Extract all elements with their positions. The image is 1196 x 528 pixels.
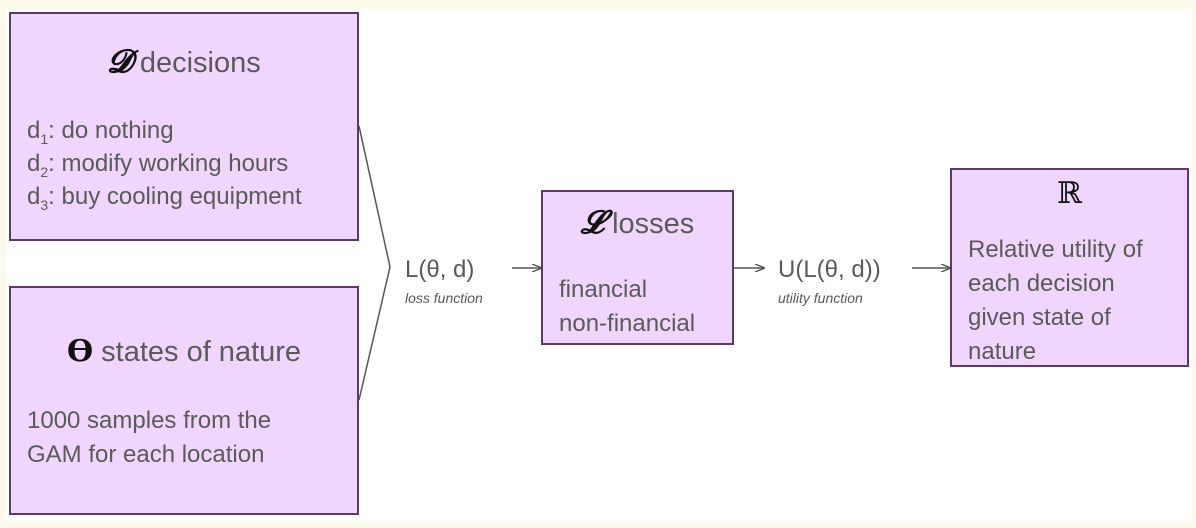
decision-item-1: d1: do nothing	[27, 117, 174, 147]
losses-box: 𝓛 losses financial non-financial	[541, 190, 734, 345]
decisions-symbol: 𝓓	[107, 42, 132, 80]
decisions-title-text: decisions	[139, 47, 261, 79]
losses-symbol: 𝓛	[580, 203, 604, 241]
reals-description: Relative utility of each decision given …	[968, 236, 1143, 365]
losses-description: financial non-financial	[559, 276, 696, 337]
loss-function-caption: loss function	[405, 290, 483, 306]
utility-function-caption: utility function	[778, 290, 863, 306]
reals-box: ℝ Relative utility of each decision give…	[950, 168, 1189, 367]
states-box: ϴ states of nature 1000 samples from the…	[9, 286, 359, 515]
states-description: 1000 samples from the GAM for each locat…	[27, 407, 272, 468]
losses-title: 𝓛 losses	[543, 203, 732, 242]
loss-function-label: L(θ, d)	[405, 256, 475, 283]
decision-item-2: d2: modify working hours	[27, 150, 289, 180]
states-title-text: states of nature	[101, 336, 302, 368]
decision-item-3: d3: buy cooling equipment	[27, 183, 302, 213]
theta-symbol: ϴ	[66, 334, 94, 369]
decisions-title: 𝓓 decisions	[11, 42, 357, 81]
merge-connector	[358, 125, 391, 401]
utility-function-label: U(L(θ, d))	[778, 256, 881, 283]
decisions-box: 𝓓 decisions d1: do nothing d2: modify wo…	[9, 12, 359, 241]
reals-symbol: ℝ	[1057, 176, 1082, 211]
losses-title-text: losses	[612, 208, 695, 240]
states-title: ϴ states of nature	[11, 334, 357, 369]
reals-title: ℝ	[952, 176, 1187, 211]
